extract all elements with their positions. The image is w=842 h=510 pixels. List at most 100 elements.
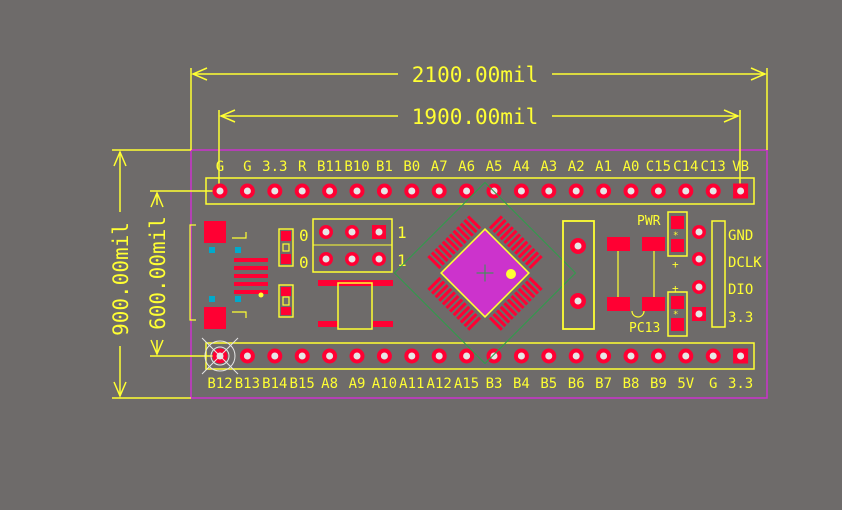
mcu-pin — [510, 294, 525, 310]
top-header-pad-drill — [243, 187, 251, 195]
mcu-pin — [459, 222, 474, 237]
top-header-label: B10 — [344, 159, 369, 175]
crystal — [562, 220, 595, 330]
bottom-header-pad-drill — [572, 352, 580, 360]
dimension-outer-height — [112, 149, 191, 399]
board-outline — [190, 149, 768, 399]
top-header-pad-drill — [600, 187, 608, 195]
voltage-regulator — [318, 280, 393, 330]
svg-text:+: + — [672, 282, 679, 295]
mcu-pin — [528, 255, 543, 270]
top-header-label: G — [216, 159, 224, 175]
top-header-label: B0 — [403, 159, 420, 175]
mcu-pin — [427, 276, 442, 292]
bottom-header-label: B9 — [650, 376, 667, 392]
bottom-header-pad-drill — [435, 352, 443, 360]
top-header-label: A5 — [486, 159, 503, 175]
top-header-pad-drill — [408, 187, 416, 195]
usb-outline — [189, 224, 247, 321]
bottom-header-pad-drill — [600, 352, 608, 360]
led-user-label: PC13 — [629, 321, 660, 336]
jumper-label-right-bottom: 1 — [397, 251, 407, 270]
bottom-header-outline — [205, 342, 755, 370]
mcu-pin — [492, 218, 507, 234]
top-header-pad-drill — [627, 187, 635, 195]
bottom-header-label: B7 — [595, 376, 612, 392]
mcu-pins — [427, 215, 543, 331]
mcu-pin — [514, 291, 529, 306]
top-header-label: A7 — [431, 159, 448, 175]
bottom-header-label: A8 — [321, 376, 338, 392]
bottom-header-pad-drill — [243, 352, 251, 360]
bottom-header-label: G — [709, 376, 717, 392]
top-header-label: B11 — [317, 159, 342, 175]
swd-label: DCLK — [728, 255, 762, 271]
bottom-header-label: B4 — [513, 376, 530, 392]
mcu-pin — [499, 305, 514, 320]
bottom-header-label: B14 — [262, 376, 287, 392]
bottom-header-pad-drill — [682, 352, 690, 360]
mcu-pin — [467, 316, 482, 331]
top-header-label: A0 — [623, 159, 640, 175]
top-header-pad-drill — [709, 187, 717, 195]
mcu-pin1-marker — [506, 269, 516, 279]
mcu-pin — [434, 284, 449, 299]
usb-connector — [189, 221, 268, 329]
mcu-pin — [503, 302, 518, 317]
top-header-label: VB — [732, 159, 749, 175]
usb-shield-pad-top — [204, 221, 226, 243]
mcu-pin — [510, 237, 525, 252]
top-header-pad-drill — [463, 187, 471, 195]
top-header-pads — [212, 183, 749, 199]
mcu-pin — [427, 255, 442, 270]
top-header-pad-drill — [517, 187, 525, 195]
top-header-pad-drill — [326, 187, 334, 195]
bottom-header-label: A15 — [454, 376, 479, 392]
mcu-pin — [456, 226, 471, 241]
swd-header — [692, 220, 726, 328]
bottom-header-pad-drill — [298, 352, 306, 360]
mcu-pin — [506, 233, 522, 248]
bottom-header-pad-drill — [463, 352, 471, 360]
mcu-pin — [524, 251, 540, 266]
mcu-pin — [456, 305, 471, 320]
top-header-label: 3.3 — [262, 159, 287, 175]
top-header-label: C13 — [701, 159, 726, 175]
mcu-chip — [393, 181, 577, 365]
mcu-pin — [463, 312, 478, 328]
mcu-pin — [466, 215, 482, 230]
dimension-outer-width — [190, 67, 768, 150]
mcu-pin — [499, 226, 514, 241]
dimension-inner-height — [150, 190, 219, 357]
top-header-pad-drill — [572, 187, 580, 195]
bottom-header-label: A12 — [427, 376, 452, 392]
top-header-pad-drill — [298, 187, 306, 195]
mcu-pin — [521, 284, 536, 299]
top-header-label: A6 — [458, 159, 475, 175]
top-header-pad-drill — [737, 187, 745, 195]
mcu-pin — [449, 298, 464, 313]
top-header-pad-drill — [353, 187, 361, 195]
mcu-pin — [438, 244, 453, 259]
bottom-header-label: B13 — [235, 376, 260, 392]
mcu-pin — [488, 316, 503, 331]
bottom-header-pad-drill — [490, 352, 498, 360]
jumper-label-left-bottom: 0 — [299, 253, 309, 272]
led-power: * + — [667, 211, 688, 271]
mcu-pin — [434, 247, 449, 262]
bottom-header-pad-drill — [271, 352, 279, 360]
mcu-pin — [448, 233, 464, 248]
bottom-header-label: B15 — [290, 376, 315, 392]
mcu-pin — [506, 298, 521, 313]
led-user: * + — [667, 282, 688, 337]
bottom-header-pad-drill — [353, 352, 361, 360]
mcu-pin — [445, 294, 460, 310]
mcu-pin — [438, 287, 453, 302]
mcu-pin — [430, 251, 446, 266]
usb-signal-pads — [234, 258, 268, 294]
jumper-label-left-top: 0 — [299, 226, 309, 245]
